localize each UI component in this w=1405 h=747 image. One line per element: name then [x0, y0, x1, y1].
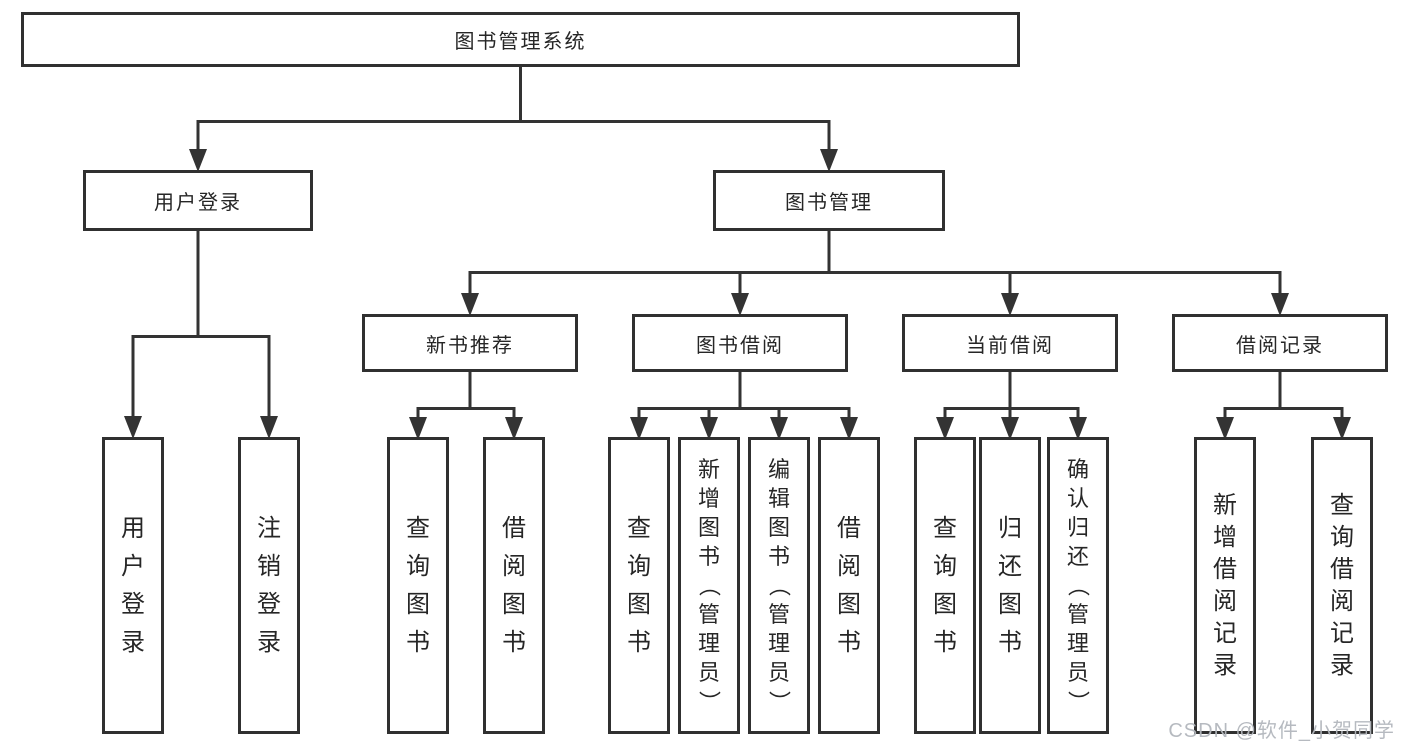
node-new-book-recommend: 新书推荐 [362, 314, 578, 372]
leaf-logout: 注销登录 [238, 437, 300, 734]
csdn-watermark: CSDN @软件_小贺同学 [1168, 720, 1395, 742]
leaf-user-login: 用户登录 [102, 437, 164, 734]
node-label: 借阅记录 [1236, 334, 1324, 357]
leaf-return-book: 归还图书 [979, 437, 1041, 734]
node-book-management: 图书管理 [713, 170, 945, 231]
leaf-edit-book-admin: 编辑图书（管理员） [748, 437, 810, 734]
node-user-login: 用户登录 [83, 170, 313, 231]
node-book-borrowing: 图书借阅 [632, 314, 848, 372]
node-label: 用户登录 [154, 192, 242, 214]
leaf-query-books-recommend: 查询图书 [387, 437, 449, 734]
leaf-query-books-borrowing: 查询图书 [608, 437, 670, 734]
arrowheads [124, 149, 1351, 440]
leaf-confirm-return-admin: 确认归还（管理员） [1047, 437, 1109, 734]
node-label: 新书推荐 [426, 334, 514, 357]
leaf-borrow-books: 借阅图书 [818, 437, 880, 734]
leaf-query-borrow-record: 查询借阅记录 [1311, 437, 1373, 734]
node-current-borrowing: 当前借阅 [902, 314, 1118, 372]
node-label: 图书管理系统 [454, 31, 587, 53]
node-borrowing-records: 借阅记录 [1172, 314, 1388, 372]
node-label: 当前借阅 [966, 334, 1054, 357]
node-label: 图书借阅 [696, 334, 784, 357]
leaf-add-borrow-record: 新增借阅记录 [1194, 437, 1256, 734]
node-library-management-system: 图书管理系统 [21, 12, 1020, 67]
leaf-query-books-current: 查询图书 [914, 437, 976, 734]
leaf-borrow-books-recommend: 借阅图书 [483, 437, 545, 734]
leaf-add-book-admin: 新增图书（管理员） [678, 437, 740, 734]
node-label: 图书管理 [785, 192, 873, 214]
